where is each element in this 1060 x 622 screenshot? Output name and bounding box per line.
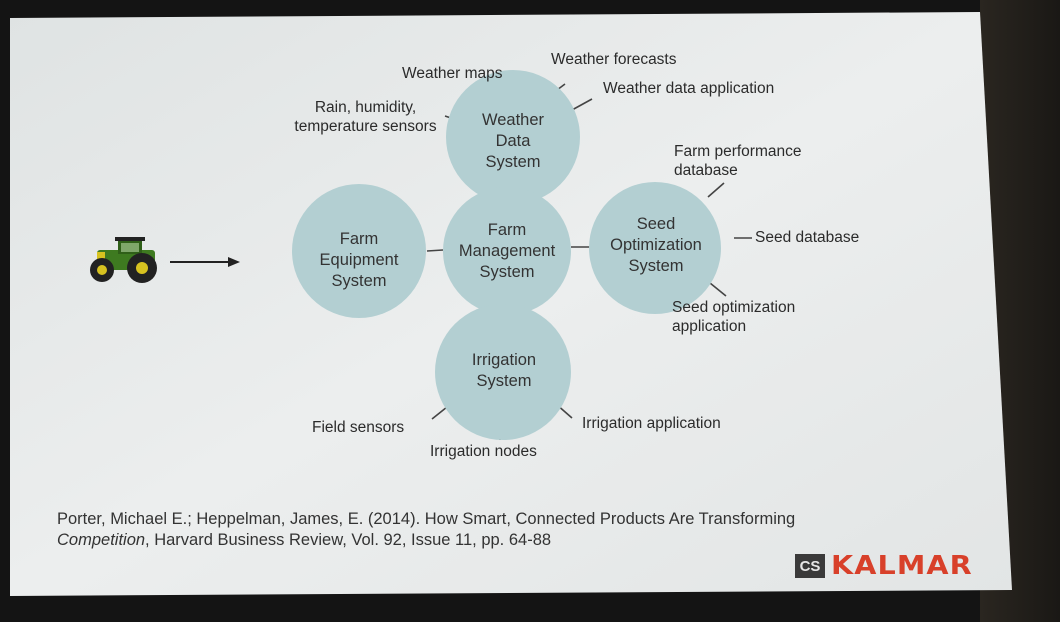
node-seed-optimization-text: Seed Optimization System — [592, 214, 720, 277]
label-irrigation-nodes: Irrigation nodes — [430, 443, 537, 460]
node-weather-line-1: Weather — [481, 111, 545, 129]
kalmar-logo-text: KALMAR — [831, 551, 973, 581]
node-farm-management-line-2: Management — [458, 242, 556, 260]
label-weather-data-application: Weather data application — [603, 80, 775, 97]
node-farm-management-line-3: System — [479, 263, 535, 281]
node-farm-equipment-line-1: Farm — [339, 230, 379, 248]
label-seed-optimization-application: Seed optimization application — [672, 298, 795, 336]
kalmar-logo: CS KALMAR — [795, 551, 972, 581]
node-weather-line-3: System — [485, 153, 541, 171]
label-farm-performance-line-2: database — [674, 162, 738, 179]
label-sensors-line-2: temperature sensors — [294, 118, 437, 135]
label-weather-maps: Weather maps — [402, 65, 503, 82]
label-farm-performance-database: Farm performance database — [674, 142, 801, 180]
connector-weather-data-application — [571, 98, 593, 111]
citation-line-2: Competition, Harvard Business Review, Vo… — [57, 530, 957, 551]
label-seed-database: Seed database — [755, 229, 860, 246]
node-farm-equipment-line-2: Equipment — [319, 251, 399, 269]
node-irrigation-system — [435, 304, 571, 440]
node-irrigation-text: Irrigation System — [450, 350, 558, 392]
node-farm-equipment-text: Farm Equipment System — [300, 229, 418, 292]
label-irrigation-application: Irrigation application — [582, 415, 721, 432]
node-seed-line-1: Seed — [636, 215, 676, 233]
label-farm-performance-line-1: Farm performance — [674, 143, 802, 160]
label-seed-optimization-line-2: application — [672, 318, 747, 335]
node-weather-text: Weather Data System — [463, 110, 563, 173]
label-sensors-line-1: Rain, humidity, — [314, 99, 417, 116]
right-arrow-icon — [170, 257, 240, 267]
node-weather-line-2: Data — [495, 132, 531, 150]
node-farm-equipment-line-3: System — [331, 272, 387, 290]
label-weather-forecasts: Weather forecasts — [551, 51, 677, 68]
citation: Porter, Michael E.; Heppelman, James, E.… — [57, 509, 957, 551]
label-field-sensors: Field sensors — [312, 419, 405, 436]
kalmar-logo-mark: CS — [795, 554, 825, 578]
node-farm-management-line-1: Farm — [487, 221, 527, 239]
node-seed-line-3: System — [628, 257, 684, 275]
citation-line-2-rest: , Harvard Business Review, Vol. 92, Issu… — [145, 531, 552, 549]
node-farm-equipment-system — [292, 184, 426, 318]
label-sensors: Rain, humidity, temperature sensors — [283, 98, 448, 136]
node-farm-management-text: Farm Management System — [447, 220, 567, 283]
system-nodes — [292, 70, 721, 440]
node-irrigation-line-2: System — [476, 372, 532, 390]
citation-journal-italic: Competition — [57, 531, 146, 549]
node-farm-management-system — [443, 187, 571, 315]
node-seed-line-2: Optimization — [610, 236, 702, 254]
tractor-icon — [90, 237, 157, 283]
connector-seed-optimization-application — [709, 282, 727, 297]
citation-line-1: Porter, Michael E.; Heppelman, James, E.… — [57, 510, 796, 528]
node-irrigation-line-1: Irrigation — [471, 351, 537, 369]
node-seed-optimization-system — [589, 182, 721, 314]
connector-field-sensors — [431, 406, 448, 420]
label-seed-optimization-line-1: Seed optimization — [672, 299, 796, 316]
node-weather-data-system — [446, 70, 580, 204]
connector-equipment — [426, 249, 444, 252]
connector-farm-performance-database — [707, 182, 725, 198]
